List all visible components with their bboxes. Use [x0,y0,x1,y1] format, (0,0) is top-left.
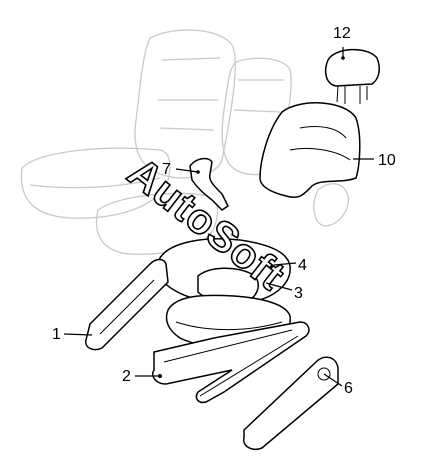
right-side-trim-part [243,356,339,450]
left-side-trim-part [85,258,169,351]
callout-1: 1 [52,326,61,343]
seat-back-part [259,102,361,198]
leader-lines [63,47,374,387]
callout-12: 12 [333,25,351,42]
callout-7: 7 [162,161,171,178]
callout-2: 2 [122,368,131,385]
front-seat-back-ghost-side [313,183,349,227]
seat-cushion-part [156,238,291,305]
rear-seat-cushion-ghost [20,147,219,255]
callout-4: 4 [298,257,307,274]
callout-6: 6 [344,380,353,397]
headrest-part [324,48,380,104]
callout-3: 3 [294,285,303,302]
seat-track-part [152,321,310,404]
callout-10: 10 [378,152,396,169]
